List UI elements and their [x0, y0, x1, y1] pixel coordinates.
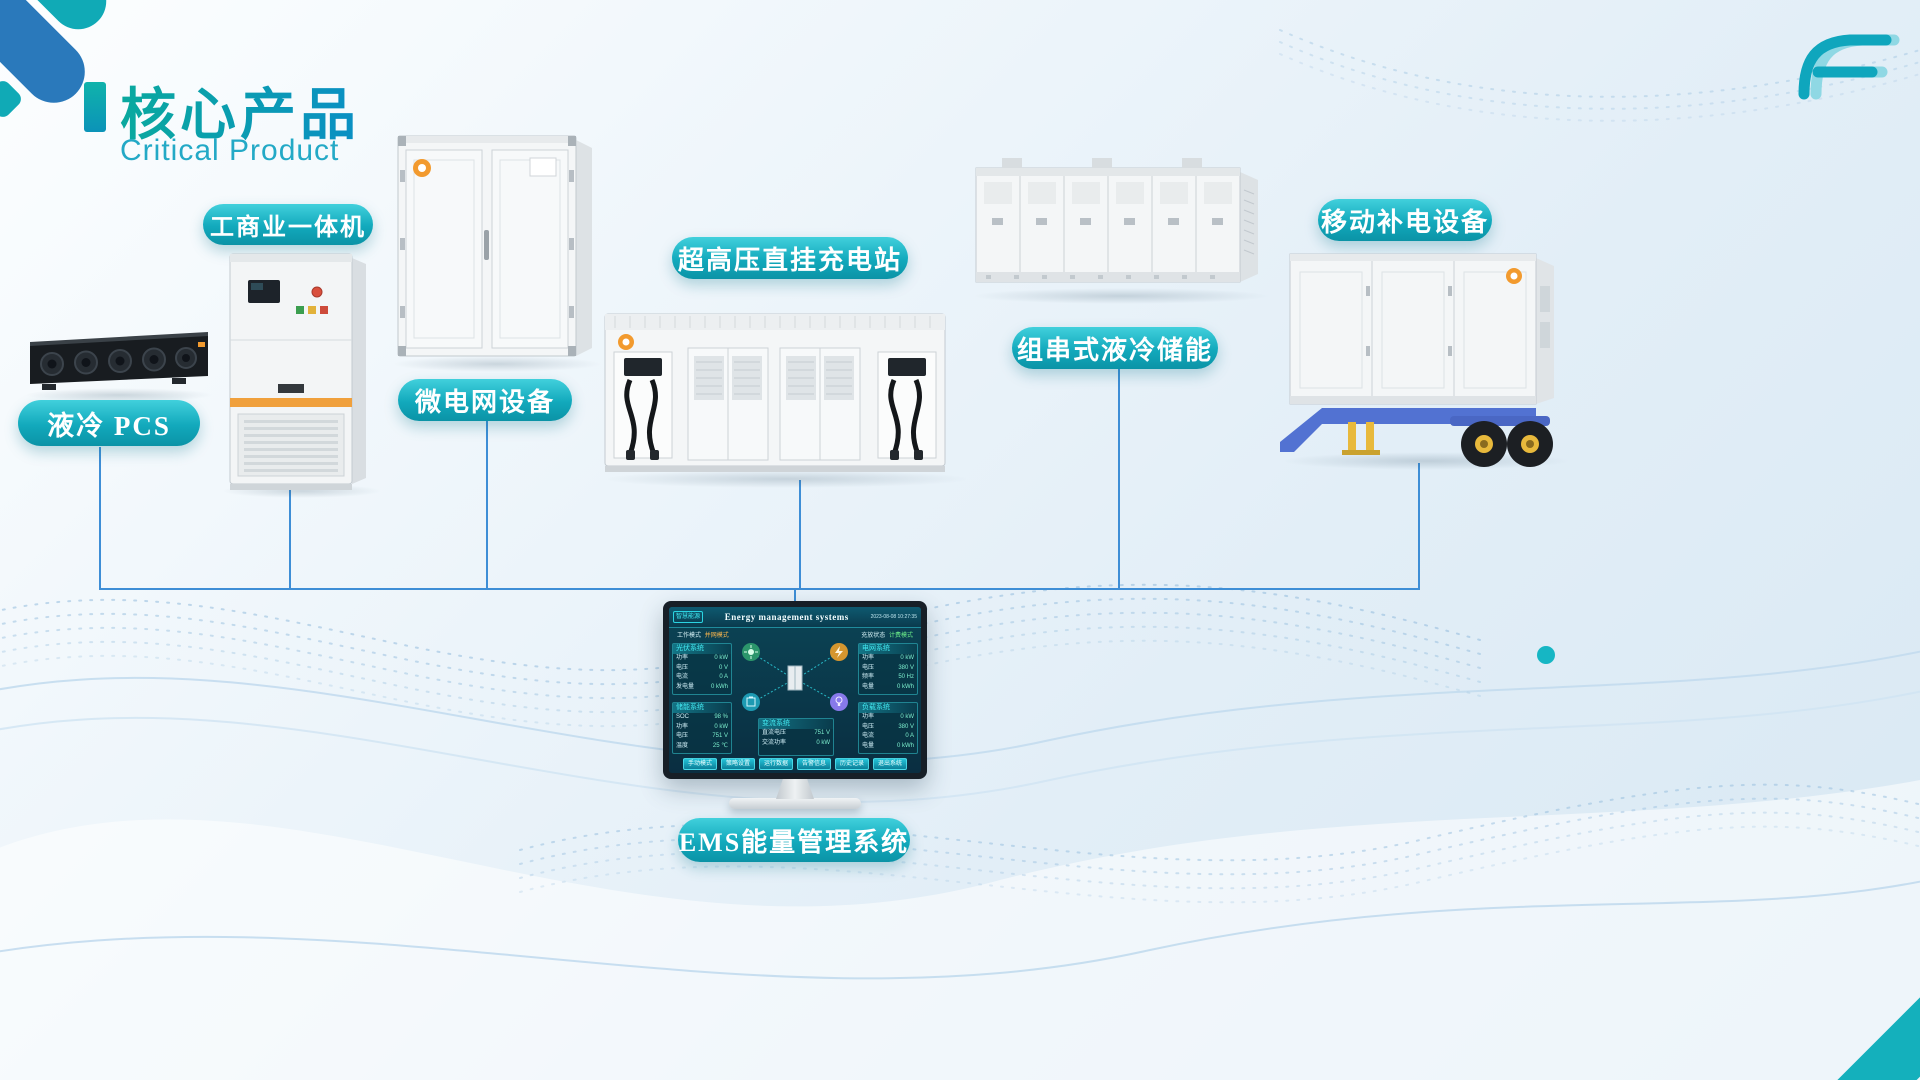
- microgrid-shadow: [392, 356, 602, 372]
- connector-charging-station: [799, 480, 801, 590]
- label-pcs: 液冷 PCS: [18, 400, 200, 446]
- label-all-in-one: 工商业一体机: [203, 204, 373, 245]
- ems-status-row: 工作模式 并网模式 充放状态 计费模式: [669, 628, 921, 640]
- string-storage-product-image: [975, 158, 1258, 283]
- ems-header: 智慧能源 Energy management systems 2023-08-0…: [669, 607, 921, 628]
- page-subtitle: Critical Product: [120, 134, 340, 167]
- ems-button-bar: 手动模式 策略设置 运行数据 告警信息 历史记录 退出系统: [669, 757, 921, 773]
- bus-line: [100, 588, 1420, 590]
- mobile-power-product-image: [1280, 253, 1554, 467]
- label-ems-text: EMS能量管理系统: [678, 827, 910, 857]
- monitor-bezel: 智慧能源 Energy management systems 2023-08-0…: [663, 601, 927, 779]
- connector-all-in-one: [289, 490, 291, 590]
- monitor-stand: [776, 779, 814, 799]
- ems-button: 告警信息: [797, 758, 832, 770]
- ems-monitor: 智慧能源 Energy management systems 2023-08-0…: [663, 601, 927, 809]
- pcs-shadow: [24, 388, 214, 402]
- ems-status-mode: 工作模式 并网模式: [677, 632, 729, 639]
- label-string-storage: 组串式液冷储能: [1012, 327, 1218, 369]
- label-microgrid: 微电网设备: [398, 379, 572, 421]
- ems-status-billing: 充放状态 计费模式: [861, 632, 913, 639]
- connector-string-storage: [1118, 369, 1120, 590]
- label-microgrid-text: 微电网设备: [414, 387, 555, 417]
- connector-pcs: [99, 447, 101, 590]
- corner-decoration-top-left-diamond: [0, 77, 25, 121]
- ems-button: 运行数据: [758, 758, 793, 770]
- label-all-in-one-text: 工商业一体机: [210, 215, 366, 241]
- label-charging-station: 超高压直挂充电站: [672, 237, 908, 279]
- title-accent-bar: [84, 82, 106, 132]
- microgrid-product-image: [397, 135, 592, 357]
- ems-brand-badge: 智慧能源: [673, 611, 704, 623]
- string-storage-shadow: [972, 288, 1272, 304]
- connector-microgrid: [486, 421, 488, 590]
- ems-button: 历史记录: [835, 758, 870, 770]
- charging-station-product-image: [604, 313, 946, 472]
- ems-screen: 智慧能源 Energy management systems 2023-08-0…: [669, 607, 921, 773]
- connector-ems: [794, 588, 796, 606]
- label-ems: EMS能量管理系统: [678, 818, 910, 862]
- company-logo-icon: [1798, 34, 1900, 100]
- label-pcs-text: 液冷 PCS: [47, 410, 171, 441]
- all-in-one-product-image: [229, 253, 366, 490]
- corner-decoration-bottom-right-teal: [1790, 977, 1920, 1080]
- ems-title: Energy management systems: [724, 612, 849, 622]
- pcs-product-image: [30, 332, 208, 390]
- ems-button: 策略设置: [720, 758, 755, 770]
- charging-station-shadow: [600, 470, 970, 488]
- accent-dot-right: [1537, 646, 1555, 664]
- ems-button: 手动模式: [682, 758, 717, 770]
- connector-mobile-power: [1418, 463, 1420, 590]
- label-mobile-power: 移动补电设备: [1318, 199, 1492, 241]
- label-mobile-power-text: 移动补电设备: [1320, 207, 1489, 237]
- energy-flow-diagram: [742, 643, 848, 711]
- monitor-base: [729, 798, 861, 809]
- label-charging-station-text: 超高压直挂充电站: [677, 245, 902, 275]
- label-string-storage-text: 组串式液冷储能: [1016, 335, 1213, 365]
- ems-datetime: 2023-08-08 10:27:35: [870, 614, 917, 620]
- ems-button: 退出系统: [873, 758, 908, 770]
- page-title: 核心产品: [120, 70, 360, 151]
